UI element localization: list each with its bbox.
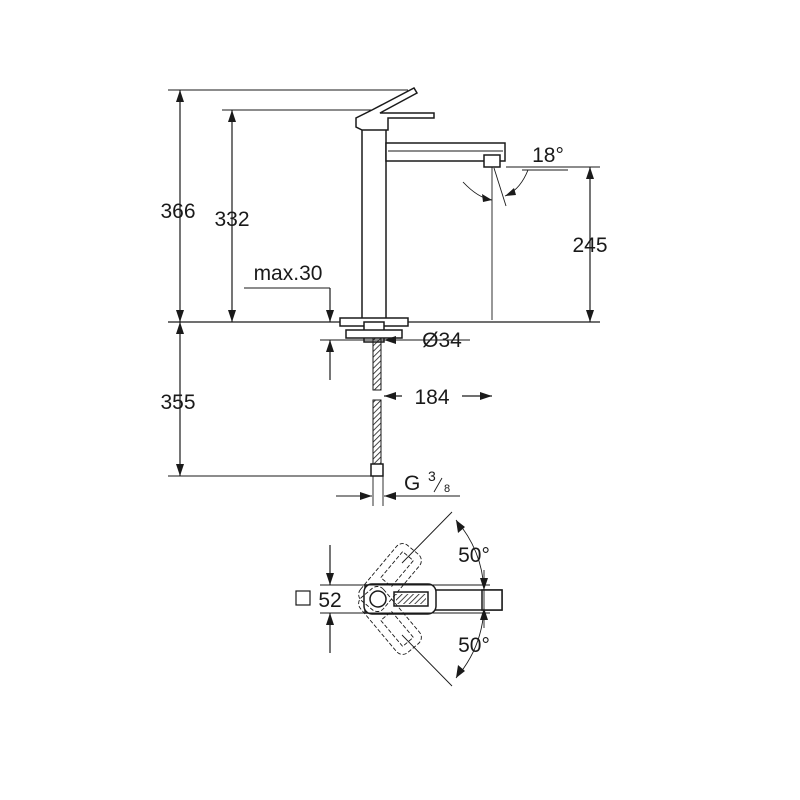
dim-thread-denominator: 8 bbox=[444, 483, 450, 495]
dim-spout-height: 332 bbox=[214, 208, 249, 231]
top-view: 52 50° 50° bbox=[295, 511, 503, 687]
dim-swivel-lower: 50° bbox=[458, 634, 490, 657]
dim-thread-letter: G bbox=[404, 472, 420, 495]
side-view: 366 332 245 18° max.30 bbox=[160, 87, 608, 506]
dim-outlet-height: 245 bbox=[572, 234, 607, 257]
square-symbol bbox=[295, 590, 311, 606]
dim-base-square: 52 bbox=[318, 589, 341, 612]
dim-total-height: 366 bbox=[160, 200, 195, 223]
mounting-assembly bbox=[320, 317, 412, 506]
spout-angle-mark bbox=[462, 167, 568, 320]
lever-swivel-positions bbox=[358, 543, 422, 612]
dim-swivel-upper: 50° bbox=[458, 544, 490, 567]
dim-projection: 184 bbox=[414, 386, 449, 409]
dim-hole-diameter: Ø34 bbox=[422, 329, 462, 352]
dim-below-counter: 355 bbox=[160, 391, 195, 414]
dim-spout-angle: 18° bbox=[532, 144, 564, 167]
dim-max-thickness: max.30 bbox=[254, 262, 323, 285]
faucet-body bbox=[355, 87, 506, 323]
dim-thread-numerator: 3 bbox=[428, 468, 436, 484]
